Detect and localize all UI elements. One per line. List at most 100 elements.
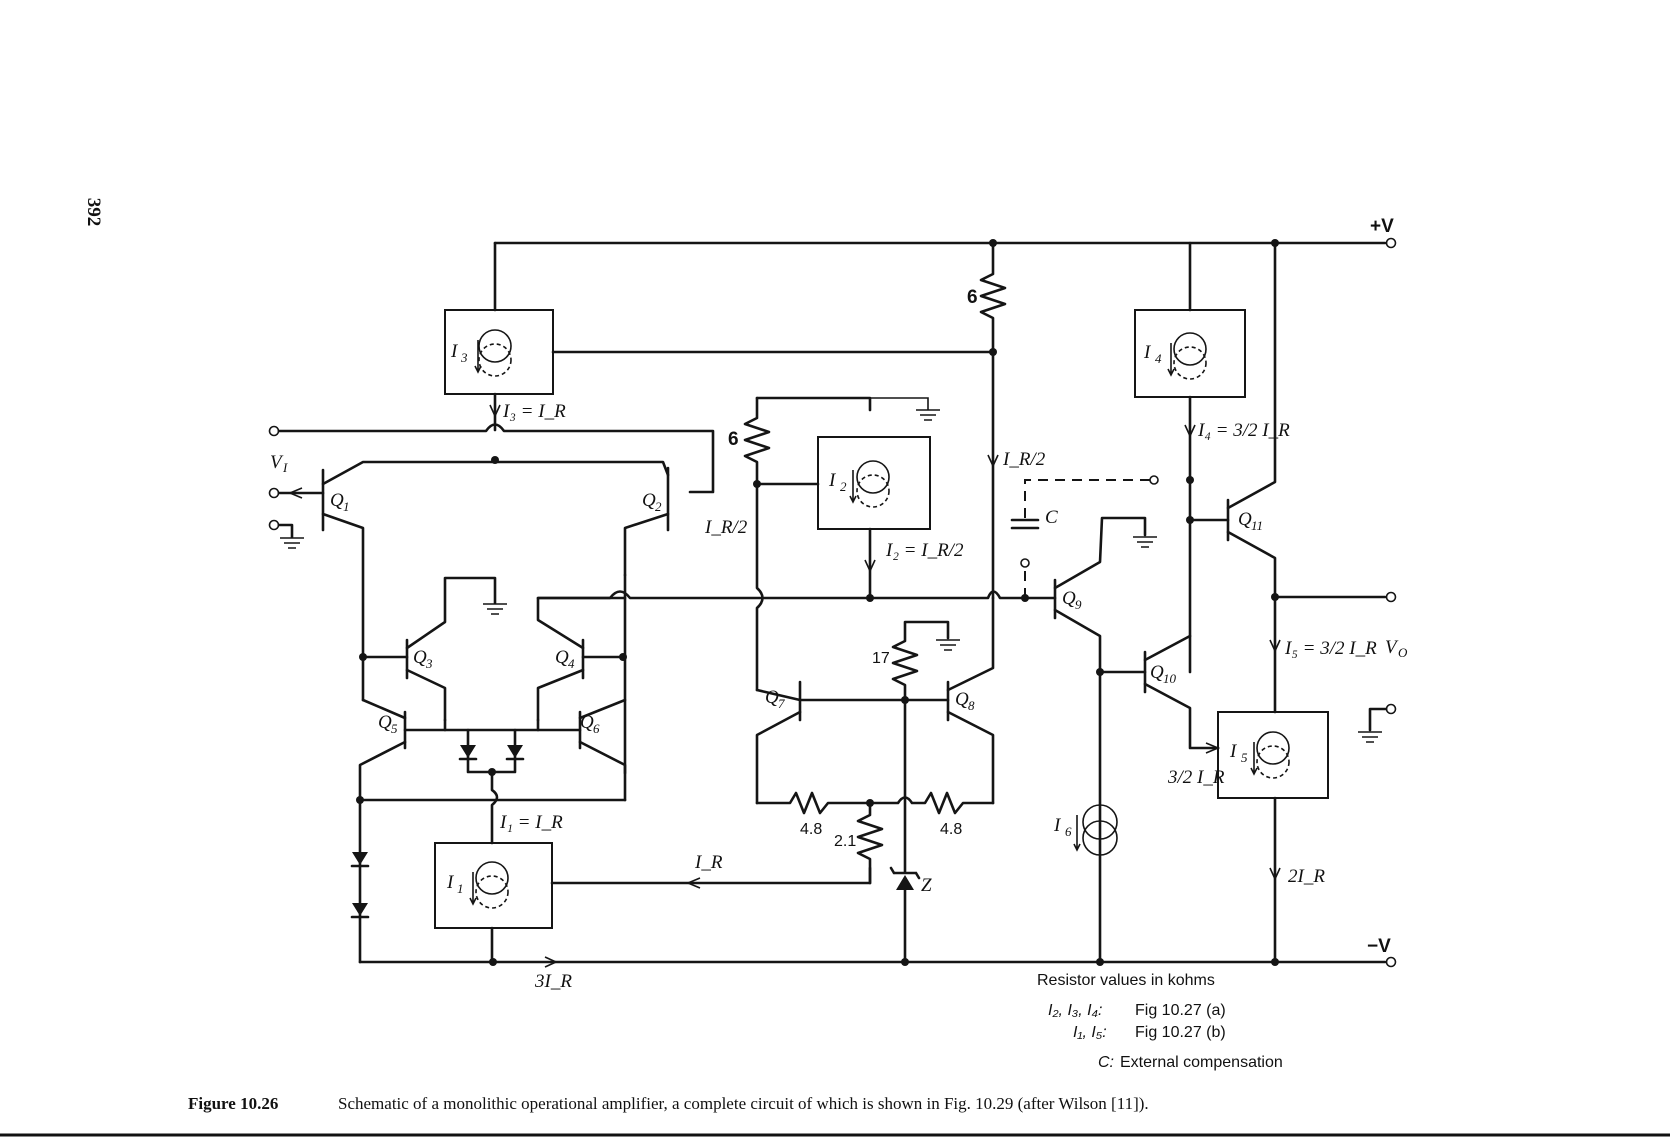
output-terminal: V O <box>1271 591 1408 743</box>
svg-text:Fig 10.27 (b): Fig 10.27 (b) <box>1135 1024 1226 1041</box>
svg-text:Q: Q <box>330 490 344 511</box>
two-ir-label: 2I_R <box>1288 866 1325 887</box>
ground-terminal[interactable] <box>1385 703 1397 715</box>
transistor-q4: Q 4 <box>536 596 627 722</box>
transistor-q11: Q 8 <box>903 596 995 805</box>
svg-text:5: 5 <box>1241 750 1248 765</box>
input-terminals: V I <box>268 423 715 549</box>
caption-label: Figure 10.26 <box>188 1094 278 1113</box>
svg-text:I: I <box>828 470 837 491</box>
svg-text:I: I <box>1229 741 1238 762</box>
svg-text:9: 9 <box>1075 597 1082 612</box>
current-source-i6: I 6 <box>1053 804 1118 856</box>
transistor-q10: Q 7 <box>755 680 907 805</box>
svg-text:2: 2 <box>655 499 662 514</box>
svg-text:Resistor values in kohms: Resistor values in kohms <box>1037 972 1215 989</box>
svg-text:Q: Q <box>378 712 392 733</box>
svg-text:I: I <box>282 460 288 475</box>
current-source-i5: I₅ = 3/2 I_R I 5 2I_R <box>1217 595 1377 964</box>
current-source-i3: I 3 I₃ = I_R <box>444 241 566 432</box>
svg-text:External compensation: External compensation <box>1120 1054 1283 1071</box>
svg-text:6: 6 <box>1065 824 1072 839</box>
three-half-ir-label: 3/2 I_R <box>1167 767 1225 788</box>
svg-text:Q: Q <box>955 689 969 710</box>
svg-text:Q: Q <box>555 647 569 668</box>
transistor-q5: Q 5 <box>358 655 447 802</box>
i1-equation: I₁ = I_R <box>499 812 563 833</box>
svg-text:3: 3 <box>460 350 468 365</box>
svg-text:Q: Q <box>413 647 427 668</box>
resistor-6k-top: 6 I_R/2 <box>967 241 1046 600</box>
negative-rail: −V <box>358 936 1397 968</box>
current-source-i1: I₁ = I_R I 1 I_R 3I_R <box>434 812 872 992</box>
svg-text:11: 11 <box>1251 518 1263 533</box>
svg-text:Q: Q <box>1062 588 1076 609</box>
svg-text:10: 10 <box>1163 671 1177 686</box>
svg-text:1: 1 <box>343 499 350 514</box>
figure-caption: Figure 10.26 Schematic of a monolithic o… <box>188 1094 1149 1113</box>
positive-rail: +V <box>493 216 1397 249</box>
negative-supply-label: −V <box>1367 936 1391 957</box>
input-terminal-ground[interactable] <box>268 519 280 531</box>
diode-pair <box>443 728 540 845</box>
current-source-i2: 6 I 2 I₂ = I_R/2 I_R/2 <box>704 396 964 692</box>
svg-text:I₁, I₅:: I₁, I₅: <box>1073 1024 1107 1041</box>
transistor-q8: Q 10 3/2 I_R <box>1098 634 1225 788</box>
svg-text:2: 2 <box>840 479 847 494</box>
vo-label: V <box>1385 637 1399 658</box>
svg-text:17: 17 <box>872 650 890 667</box>
svg-text:Q: Q <box>642 490 656 511</box>
positive-terminal[interactable] <box>1385 237 1397 249</box>
svg-text:I₂, I₃, I₄:: I₂, I₃, I₄: <box>1048 1002 1102 1019</box>
i2-equation: I₂ = I_R/2 <box>885 540 964 561</box>
ir-half-left: I_R/2 <box>704 517 748 538</box>
svg-text:4.8: 4.8 <box>940 821 962 838</box>
positive-supply-label: +V <box>1370 216 1394 237</box>
i5-equation: I₅ = 3/2 I_R <box>1284 638 1377 659</box>
svg-text:4: 4 <box>1155 351 1162 366</box>
svg-text:I: I <box>446 872 455 893</box>
vi-label: V <box>270 452 284 473</box>
svg-text:7: 7 <box>778 696 785 711</box>
svg-text:5: 5 <box>391 721 398 736</box>
svg-text:I: I <box>1143 342 1152 363</box>
resistor-network-4k8: 4.8 4.8 2.1 <box>755 791 995 885</box>
transistor-q1: Q 1 <box>321 456 670 659</box>
i4-equation: I₄ = 3/2 I_R <box>1197 420 1290 441</box>
zener-diode: Z <box>889 698 932 964</box>
ir-half-right: I_R/2 <box>1002 449 1046 470</box>
svg-text:C:: C: <box>1098 1054 1114 1071</box>
transistor-q7: Q 9 <box>1053 516 1157 964</box>
page-number: 392 <box>83 198 104 227</box>
svg-text:8: 8 <box>968 698 975 713</box>
output-node[interactable] <box>1385 591 1397 603</box>
svg-text:6: 6 <box>967 287 978 308</box>
i3-equation: I₃ = I_R <box>502 401 566 422</box>
input-terminal-top[interactable] <box>268 425 280 437</box>
current-source-i4: I 4 I₄ = 3/2 I_R <box>1134 241 1290 674</box>
svg-text:3: 3 <box>425 656 433 671</box>
svg-text:Q: Q <box>1238 509 1252 530</box>
bias-diodes <box>350 798 370 964</box>
caption-text: Schematic of a monolithic operational am… <box>338 1094 1149 1113</box>
svg-text:O: O <box>1398 645 1408 660</box>
svg-text:Q: Q <box>1150 662 1164 683</box>
compensation-capacitor: C <box>1010 475 1159 598</box>
svg-text:1: 1 <box>457 881 464 896</box>
input-terminal-mid[interactable] <box>268 487 280 499</box>
negative-terminal[interactable] <box>1385 956 1397 968</box>
ir-label: I_R <box>694 852 723 873</box>
svg-text:Z: Z <box>921 875 932 896</box>
transistor-q3: Q 3 <box>359 576 507 722</box>
svg-text:C: C <box>1045 507 1058 528</box>
three-ir-label: 3I_R <box>534 971 572 992</box>
svg-text:Q: Q <box>765 687 779 708</box>
svg-text:I: I <box>450 341 459 362</box>
svg-text:4.8: 4.8 <box>800 821 822 838</box>
transistor-q2: Q 2 <box>623 466 670 577</box>
svg-text:Q: Q <box>580 712 594 733</box>
resistor-17k: 17 <box>872 620 960 702</box>
svg-text:I: I <box>1053 815 1062 836</box>
svg-text:6: 6 <box>593 721 600 736</box>
